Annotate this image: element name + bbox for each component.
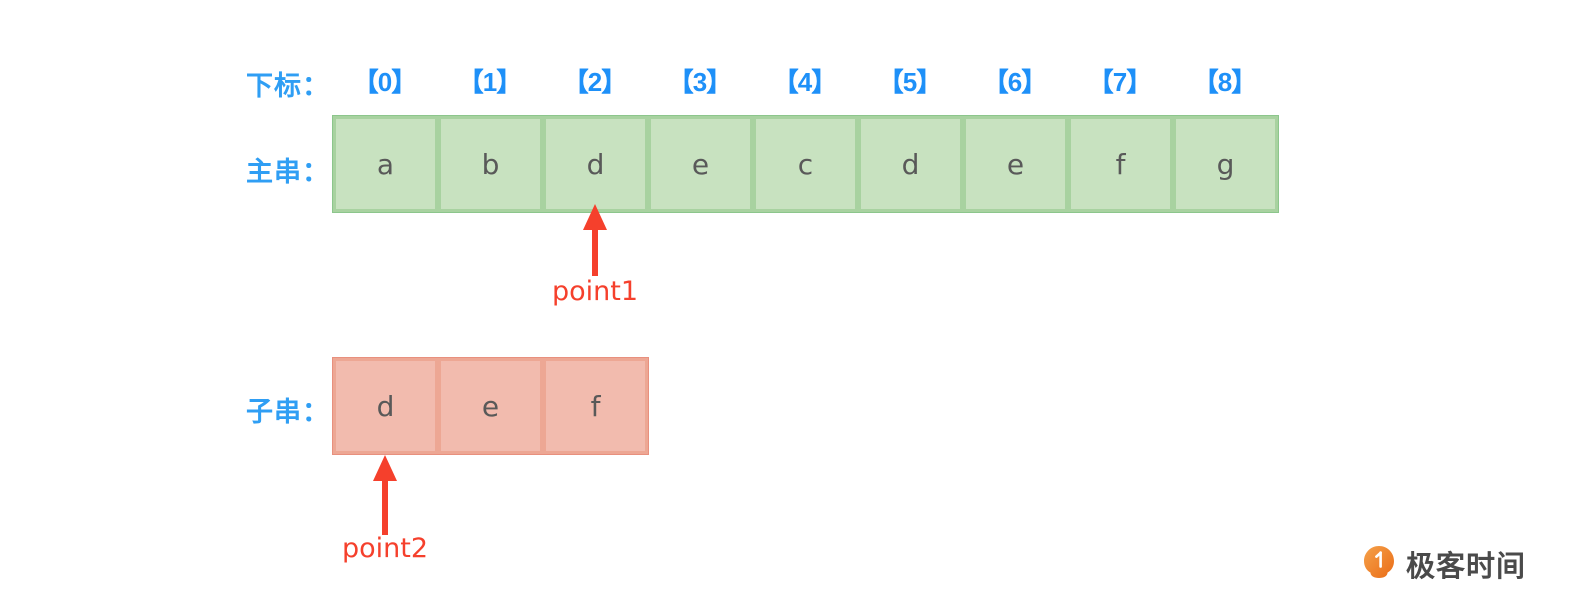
pointer2-label: point2 <box>341 533 429 564</box>
index-cell: 【2】 <box>562 67 627 97</box>
main-string-cell: c <box>753 116 858 212</box>
main-string-row: a b d e c d e f g <box>332 115 1279 213</box>
index-cell: 【3】 <box>667 67 732 97</box>
arrow-shaft <box>382 477 388 535</box>
watermark-text: 极客时间 <box>1406 551 1527 583</box>
watermark: 极客时间 <box>1362 543 1526 585</box>
main-string-cell: d <box>858 116 963 212</box>
index-cell: 【5】 <box>877 67 942 97</box>
index-cell: 【6】 <box>982 67 1047 97</box>
index-cell: 【8】 <box>1192 67 1257 97</box>
index-cell: 【4】 <box>772 67 837 97</box>
sub-string-cell: d <box>333 358 438 454</box>
index-row-label: 下标： <box>246 71 330 101</box>
main-string-cell: b <box>438 116 543 212</box>
sub-string-cell: e <box>438 358 543 454</box>
sub-string-label: 子串： <box>246 397 330 427</box>
geektime-logo-icon <box>1362 545 1396 584</box>
main-string-cell: d <box>543 116 648 212</box>
index-row: 【0】 【1】 【2】 【3】 【4】 【5】 【6】 【7】 【8】 <box>332 62 1277 99</box>
index-cell: 【7】 <box>1087 67 1152 97</box>
index-cell: 【0】 <box>352 67 417 97</box>
pointer2-annotation: point2 <box>335 455 435 570</box>
arrow-up-icon <box>373 455 397 481</box>
pointer1-label: point1 <box>551 276 639 307</box>
pointer1-annotation: point1 <box>545 204 645 314</box>
arrow-up-icon <box>583 204 607 230</box>
main-string-cell: e <box>648 116 753 212</box>
sub-string-row: d e f <box>332 357 649 455</box>
main-string-cell: a <box>333 116 438 212</box>
index-cell: 【1】 <box>457 67 522 97</box>
main-string-cell: e <box>963 116 1068 212</box>
main-string-cell: g <box>1173 116 1278 212</box>
sub-string-cell: f <box>543 358 648 454</box>
main-string-cell: f <box>1068 116 1173 212</box>
main-string-label: 主串： <box>246 157 330 187</box>
arrow-shaft <box>592 226 598 276</box>
